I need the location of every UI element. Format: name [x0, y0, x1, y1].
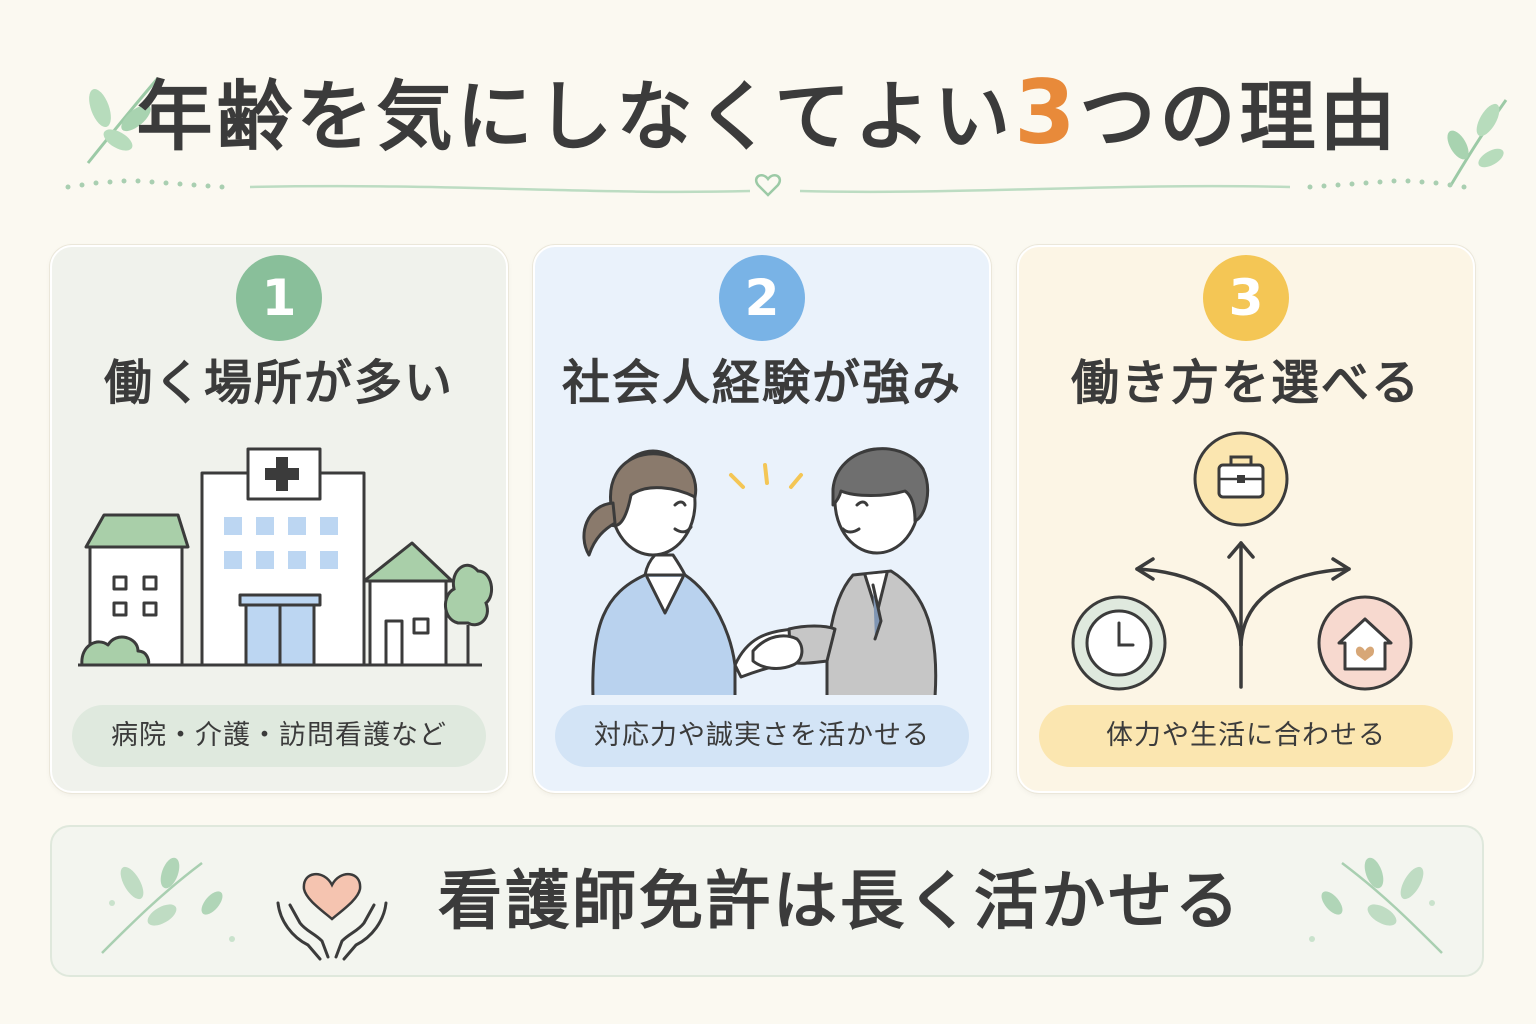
choice-arrows-icon [1071, 431, 1413, 691]
page-title: 年齢を気にしなくてよい3つの理由 [136, 61, 1400, 164]
title-number: 3 [1014, 61, 1080, 164]
home-heart-icon [1317, 595, 1413, 691]
hospital-buildings-icon [78, 447, 494, 667]
caption-pill-3: 体力や生活に合わせる [1039, 705, 1453, 767]
footer-left-leaves-icon [101, 857, 235, 954]
card-title-2: 社会人経験が強み [561, 355, 962, 411]
header: 年齢を気にしなくてよい3つの理由 [0, 0, 1536, 220]
footer-banner: 看護師免許は長く活かせる [50, 825, 1484, 977]
number-badge-1: 1 [236, 255, 322, 341]
card-title-1: 働く場所が多い [103, 355, 454, 411]
left-leaf-sprig-icon [86, 77, 160, 164]
footer-right-leaves-icon [1309, 857, 1443, 954]
hands-heart-icon [276, 873, 388, 961]
card-title-3: 働き方を選べる [1070, 355, 1421, 411]
footer-message: 看護師免許は長く活かせる [438, 865, 1242, 939]
reason-card-3: 3 働き方を選べる 体 [1017, 245, 1475, 793]
number-badge-3: 3 [1203, 255, 1289, 341]
reason-card-1: 1 働く場所が多い [50, 245, 508, 793]
clock-icon [1071, 595, 1167, 691]
decorative-divider [65, 174, 1467, 197]
caption-pill-1: 病院・介護・訪問看護など [72, 705, 486, 767]
number-badge-2: 2 [719, 255, 805, 341]
right-leaf-sprig-icon [1447, 99, 1508, 186]
caption-pill-2: 対応力や誠実さを活かせる [555, 705, 969, 767]
briefcase-icon [1193, 431, 1289, 527]
handshake-people-icon [582, 447, 938, 695]
reason-card-2: 2 社会人経験が強み [533, 245, 991, 793]
